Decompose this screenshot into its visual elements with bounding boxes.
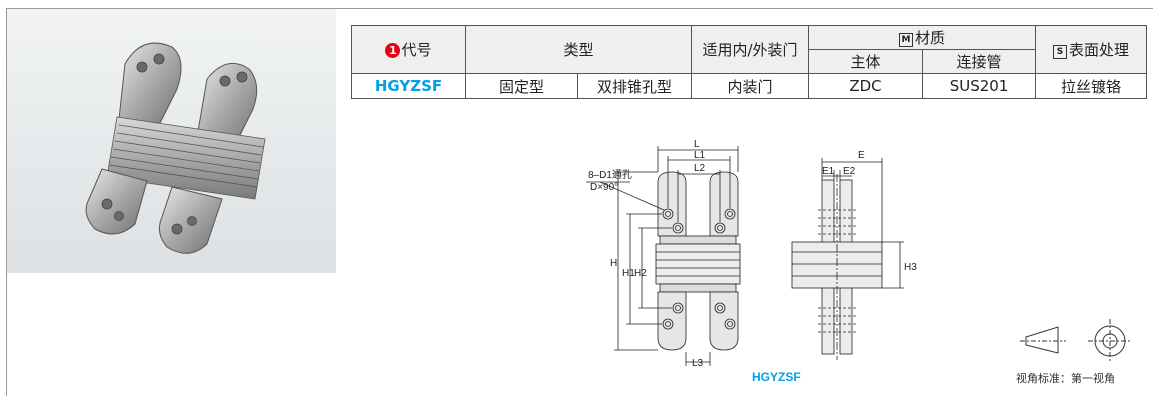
cell-code: HGYZSF [351, 73, 466, 99]
header-surface-label: 表面处理 [1069, 41, 1130, 59]
table-row: HGYZSF 固定型 双排锥孔型 内装门 ZDC SUS201 拉丝镀铬 [351, 73, 1148, 99]
hole-note-1: 8–D1通孔 [588, 169, 632, 181]
product-photo [7, 9, 336, 273]
dim-L: L [694, 140, 700, 150]
dim-E2: E2 [843, 166, 856, 177]
material-badge-icon: M [899, 33, 914, 47]
dim-E1: E1 [822, 166, 835, 177]
technical-drawing: L L1 L2 L3 H H1 H2 H3 E E1 E2 8–D1通孔 D×9… [586, 140, 917, 368]
header-material-pipe: 连接管 [922, 49, 1037, 74]
header-code-label: 代号 [401, 41, 432, 59]
header-door: 适用内/外装门 [691, 25, 810, 74]
dim-H1: H1 [622, 268, 635, 279]
frame-left-border [6, 8, 7, 396]
cell-door: 内装门 [691, 73, 810, 99]
cell-material-pipe: SUS201 [922, 73, 1037, 99]
frame-top-border [6, 8, 1153, 9]
header-type: 类型 [464, 25, 693, 74]
hole-note-2: D×90° [590, 182, 618, 193]
cell-surface: 拉丝镀铬 [1035, 73, 1148, 99]
dim-L3: L3 [692, 358, 704, 368]
cell-type2: 双排锥孔型 [576, 73, 693, 99]
dim-L2: L2 [694, 163, 706, 174]
projection-label: 视角标准：第一视角 [1016, 372, 1115, 385]
header-material-label: 材质 [915, 29, 946, 47]
dim-E: E [858, 150, 865, 161]
header-material-main: 主体 [808, 49, 924, 74]
hinge-photo-illustration [85, 42, 266, 254]
dim-L1: L1 [694, 150, 706, 161]
dim-H3: H3 [904, 262, 917, 273]
first-angle-projection-icon [1020, 319, 1132, 363]
drawing-caption: HGYZSF [752, 370, 801, 384]
code-badge-icon: 1 [385, 43, 401, 58]
dim-H: H [610, 258, 617, 269]
surface-badge-icon: S [1053, 45, 1068, 59]
cell-material-main: ZDC [808, 73, 924, 99]
cell-type1: 固定型 [465, 73, 578, 99]
dim-H2: H2 [634, 268, 647, 279]
